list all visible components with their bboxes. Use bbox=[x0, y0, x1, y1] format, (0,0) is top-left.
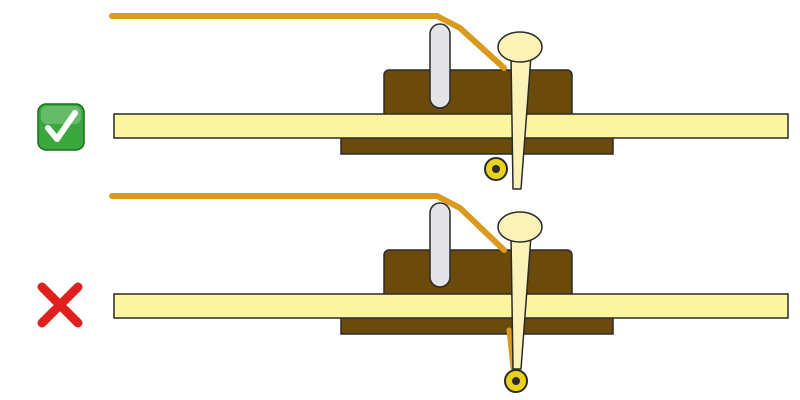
saddle bbox=[429, 23, 451, 109]
bridge-base bbox=[383, 69, 573, 121]
bridge-pin-head bbox=[497, 31, 543, 63]
cross-mark-icon bbox=[37, 282, 83, 328]
bridge-pin-head bbox=[497, 211, 543, 243]
soundboard bbox=[113, 113, 789, 139]
bridge-base bbox=[383, 249, 573, 301]
guitar-string bbox=[109, 13, 507, 71]
check-mark-icon bbox=[37, 103, 85, 151]
incorrect-panel bbox=[37, 193, 789, 393]
guitar-string bbox=[109, 193, 507, 253]
ball-end-hole bbox=[512, 377, 520, 385]
soundboard bbox=[113, 293, 789, 319]
correct-panel bbox=[37, 13, 789, 190]
saddle bbox=[429, 202, 451, 288]
ball-end-hole bbox=[492, 165, 500, 173]
